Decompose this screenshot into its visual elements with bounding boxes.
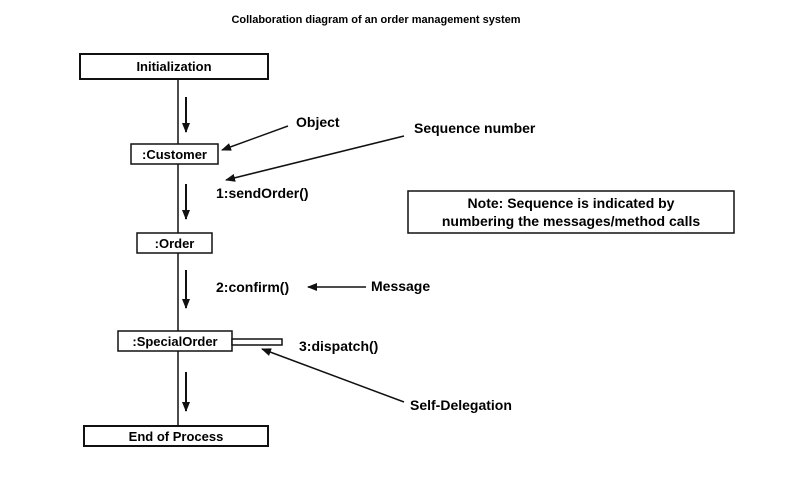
self-delegation-bar	[231, 338, 283, 346]
special-order-node: :SpecialOrder	[117, 330, 233, 352]
diagram-title: Collaboration diagram of an order manage…	[231, 14, 520, 26]
note-line-2: numbering the messages/method calls	[442, 213, 701, 229]
annotation-message: Message	[371, 278, 430, 294]
end-of-process-label: End of Process	[129, 429, 224, 444]
object-pointer-arrow	[221, 125, 289, 151]
customer-label: :Customer	[142, 147, 207, 162]
special-order-label: :SpecialOrder	[132, 334, 217, 349]
initialization-label: Initialization	[136, 59, 211, 74]
message-confirm: 2:confirm()	[216, 279, 289, 295]
note-line-1: Note: Sequence is indicated by	[468, 195, 675, 211]
annotation-sequence-number: Sequence number	[414, 120, 536, 136]
customer-node: :Customer	[130, 143, 219, 165]
order-node: :Order	[136, 232, 213, 254]
annotation-self-delegation: Self-Delegation	[410, 397, 512, 413]
annotation-object: Object	[296, 114, 340, 130]
end-of-process-node: End of Process	[83, 425, 269, 447]
note-box: Note: Sequence is indicated by numbering…	[407, 190, 735, 234]
self-delegation-pointer-arrow	[261, 348, 405, 403]
initialization-node: Initialization	[79, 53, 269, 80]
message-dispatch: 3:dispatch()	[299, 338, 378, 354]
message-send-order: 1:sendOrder()	[216, 185, 309, 201]
sequence-number-pointer-arrow	[225, 135, 405, 182]
order-label: :Order	[155, 236, 195, 251]
